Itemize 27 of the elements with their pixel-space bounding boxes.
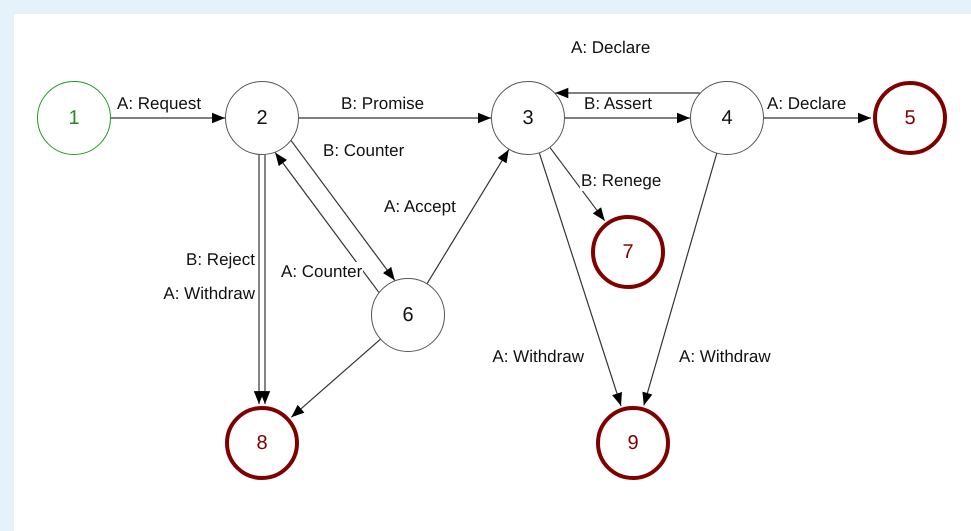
edge-label: A: Accept (383, 197, 457, 217)
state-number: 7 (622, 240, 634, 264)
arrow (538, 153, 622, 406)
arrow (764, 112, 871, 124)
arrow (565, 112, 690, 124)
arrow (290, 140, 396, 281)
edge-label: B: Reject (185, 250, 256, 270)
state-number: 5 (904, 106, 916, 130)
arrow (260, 154, 270, 404)
arrow (642, 153, 718, 406)
arrow (111, 112, 225, 124)
arrow (299, 112, 491, 124)
arrow (426, 149, 510, 284)
arrow (254, 154, 264, 404)
state-number: 6 (402, 304, 414, 326)
edge-label: B: Renege (580, 171, 662, 191)
state-number: 9 (627, 432, 639, 454)
state-number: 8 (256, 432, 268, 454)
state-number: 1 (68, 106, 80, 130)
edge-label: A: Request (116, 94, 202, 114)
state-number: 3 (522, 106, 534, 130)
state-number: 2 (256, 106, 268, 130)
arrow (290, 338, 381, 418)
arrow (274, 152, 380, 293)
arrow (550, 147, 606, 222)
arrow (555, 88, 700, 98)
state-number: 4 (721, 106, 733, 130)
